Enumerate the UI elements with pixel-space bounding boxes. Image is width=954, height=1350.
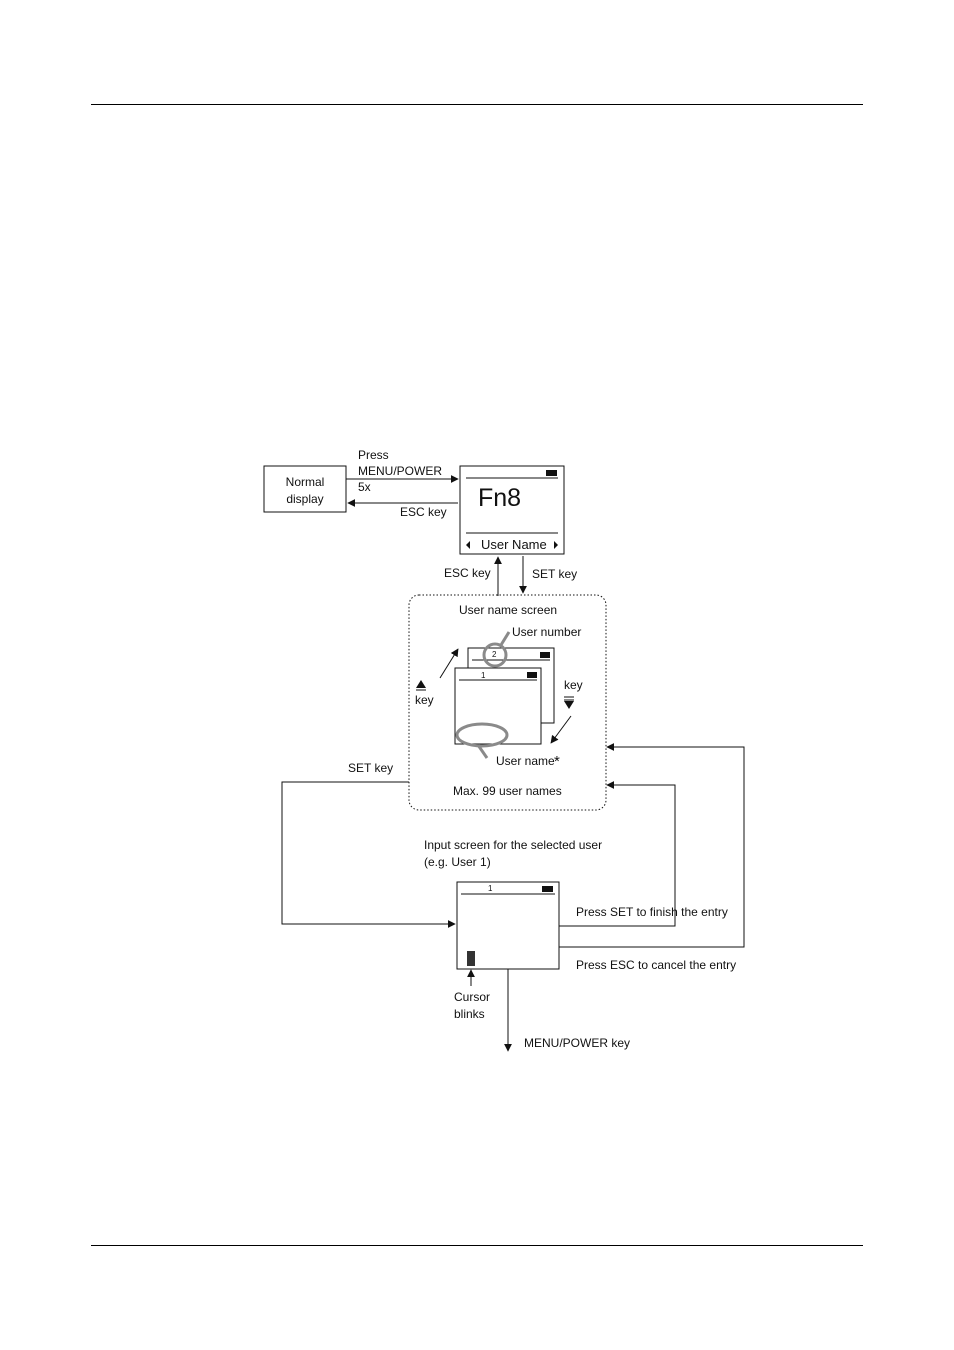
fn-menu-label: User Name: [481, 537, 547, 552]
set-key-right-label: SET key: [532, 567, 577, 581]
press-esc-cancel-label: Press ESC to cancel the entry: [576, 958, 736, 972]
max-users-label: Max. 99 user names: [453, 784, 562, 798]
press-set-finish-label: Press SET to finish the entry: [576, 905, 728, 919]
input-screen-label-line2: (e.g. User 1): [424, 855, 491, 869]
fn-lcd-screen: Fn8 User Name: [460, 466, 564, 554]
user-name-screen-title: User name screen: [459, 603, 557, 617]
menu-power-label: MENU/POWER: [358, 464, 442, 478]
user-name-screen-group: User name screen User number 2 1 key key: [409, 595, 606, 810]
up-key-label: key: [415, 693, 434, 707]
five-times-label: 5x: [358, 480, 371, 494]
user-screen-front: 1: [455, 668, 541, 744]
up-key-icon: [416, 680, 426, 688]
cursor-blinks-line2: blinks: [454, 1007, 485, 1021]
cursor-blinks-line1: Cursor: [454, 990, 490, 1004]
battery-icon: [542, 886, 553, 892]
input-user-number: 1: [488, 884, 493, 893]
cursor-block: [467, 951, 475, 966]
down-key-icon: [564, 701, 574, 709]
user-number-front: 1: [481, 671, 486, 680]
esc-key-top-label: ESC key: [400, 505, 447, 519]
user-number-back: 2: [492, 650, 497, 659]
battery-icon: [546, 470, 557, 476]
fn-code: Fn8: [478, 484, 521, 512]
normal-display-label-line1: Normal: [286, 475, 325, 489]
menu-power-key-label: MENU/POWER key: [524, 1036, 630, 1050]
normal-display-box: Normal display: [264, 466, 346, 512]
normal-display-label-line2: display: [286, 492, 323, 506]
input-screen-label-line1: Input screen for the selected user: [424, 838, 602, 852]
esc-key-left-label: ESC key: [444, 566, 491, 580]
user-name-label: User name: [496, 754, 555, 768]
down-key-label: key: [564, 678, 583, 692]
user-name-asterisk: *: [554, 753, 560, 770]
input-lcd-screen: 1: [457, 882, 559, 969]
set-key-arrow-to-input: [282, 782, 455, 924]
press-label: Press: [358, 448, 389, 462]
set-key-left-label: SET key: [348, 761, 393, 775]
user-number-label: User number: [512, 625, 581, 639]
